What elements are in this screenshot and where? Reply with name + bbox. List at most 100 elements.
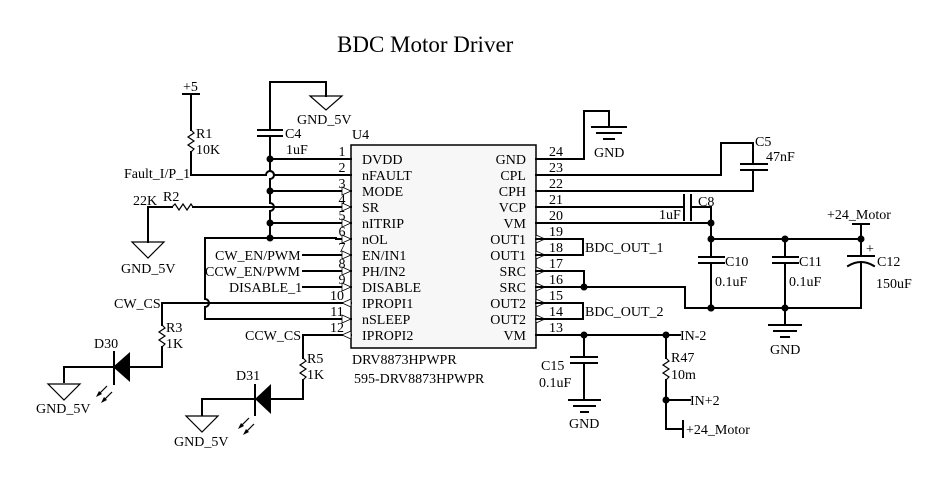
pin-name: nSLEEP — [362, 313, 410, 328]
capacitor-c12: + C12 150uF — [846, 238, 912, 309]
c11-value: 0.1uF — [789, 275, 822, 290]
pin-name: GND — [496, 153, 526, 168]
pin-number: 2 — [339, 161, 346, 176]
pin-name: PH/IN2 — [362, 265, 406, 280]
input-arrow-icon — [341, 266, 352, 276]
r2-ref: R2 — [163, 190, 179, 205]
r47-ref: R47 — [671, 351, 694, 366]
pin-name: IPROPI1 — [362, 297, 413, 312]
gnd-5v-symbol — [184, 415, 220, 433]
gnd-5v-label-r2: GND_5V — [121, 262, 175, 277]
c5-value: 47nF — [766, 150, 795, 165]
plus5-label: +5 — [183, 80, 198, 95]
chip-pin-left: 7EN/IN1 — [335, 241, 406, 264]
d31-ref: D31 — [236, 369, 260, 384]
chip-part-number: DRV8873HPWPR — [352, 353, 457, 368]
d30-ref: D30 — [94, 337, 118, 352]
chip-pin-left: 4SR — [335, 193, 380, 216]
pin-number: 9 — [339, 273, 346, 288]
c15-ref: C15 — [541, 359, 564, 374]
net-label-bdc-out-1: BDC_OUT_1 — [585, 241, 664, 256]
pin-name: EN/IN1 — [362, 249, 406, 264]
pin-number: 24 — [549, 145, 563, 160]
pin-number: 3 — [339, 177, 346, 192]
input-arrow-icon — [341, 250, 352, 260]
net-label-24v-motor-bottom: +24_Motor — [686, 423, 750, 438]
r3-ref: R3 — [166, 321, 182, 336]
led-d31: D31 GND_5V — [174, 369, 304, 450]
c12-polarity: + — [866, 242, 874, 257]
c11-ref: C11 — [799, 255, 822, 270]
capacitor-c4: GND_5V C4 1uF — [257, 81, 351, 158]
pin-name: VCP — [499, 201, 526, 216]
resistor-r5: R5 1K — [298, 334, 324, 400]
c10-value: 0.1uF — [715, 275, 748, 290]
light-emission-icon — [96, 385, 113, 403]
wire-src — [535, 270, 585, 288]
gnd-label-pin24: GND — [594, 146, 624, 161]
pin-name: MODE — [362, 185, 403, 200]
c8-value: 1uF — [659, 208, 681, 223]
input-arrow-icon — [341, 202, 352, 212]
net-label-in-plus-2: IN+2 — [690, 394, 720, 409]
chip-pin-left: 8PH/IN2 — [335, 257, 406, 280]
wire-pin24-gnd — [535, 110, 610, 160]
gnd-5v-label-d30: GND_5V — [36, 402, 90, 417]
pin-number: 7 — [339, 241, 346, 256]
c12-value: 150uF — [876, 277, 912, 292]
input-arrow-icon — [341, 282, 352, 292]
input-arrow-icon — [341, 234, 352, 244]
gnd-symbol — [568, 399, 601, 413]
pin-number: 5 — [339, 209, 346, 224]
net-label-cw-en: CW_EN/PWM — [215, 249, 301, 264]
gnd-5v-symbol — [130, 241, 166, 259]
r5-ref: R5 — [307, 352, 323, 367]
net-label-fault: Fault_I/P_1 — [124, 167, 190, 182]
pin-name: SR — [362, 201, 380, 216]
net-label-disable: DISABLE_1 — [229, 281, 302, 296]
wire-out1 — [535, 238, 584, 256]
wire-r47-supply — [665, 399, 684, 430]
r1-ref: R1 — [196, 127, 212, 142]
pin-number: 11 — [330, 305, 343, 320]
r47-value: 10m — [671, 368, 696, 383]
resistor-r47: R47 10m — [661, 334, 696, 401]
capacitor-c8: C8 1uF — [659, 194, 714, 224]
pin-number: 10 — [330, 289, 344, 304]
chip-ref: U4 — [352, 128, 369, 143]
pin-name: CPH — [499, 185, 526, 200]
r3-value: 1K — [166, 337, 183, 352]
gnd-5v-label-top: GND_5V — [297, 113, 351, 128]
plus5-supply: +5 — [182, 80, 200, 131]
c15-value: 0.1uF — [539, 376, 572, 391]
net-label-ccw-en: CCW_EN/PWM — [205, 265, 300, 280]
input-arrow-icon — [341, 314, 352, 324]
net-label-ccw-cs: CCW_CS — [245, 329, 301, 344]
gnd-symbol — [591, 126, 627, 140]
capacitor-c11: C11 0.1uF — [772, 238, 822, 325]
pin-number: 8 — [339, 257, 346, 272]
pin-name: DVDD — [362, 153, 402, 168]
pin-name: DISABLE — [362, 281, 421, 296]
c10-ref: C10 — [725, 255, 748, 270]
c12-ref: C12 — [877, 255, 900, 270]
pin-number: 4 — [339, 193, 346, 208]
pin-number: 18 — [549, 241, 563, 256]
pin-name: VM — [503, 329, 526, 344]
pin-number: 13 — [549, 321, 563, 336]
pin-number: 20 — [549, 209, 563, 224]
gnd-symbol — [768, 324, 802, 338]
chip-order-code: 595-DRV8873HPWPR — [354, 372, 485, 387]
output-arrow-icon — [341, 330, 352, 340]
gnd-label-c15: GND — [569, 417, 599, 432]
c5-ref: C5 — [755, 135, 771, 150]
